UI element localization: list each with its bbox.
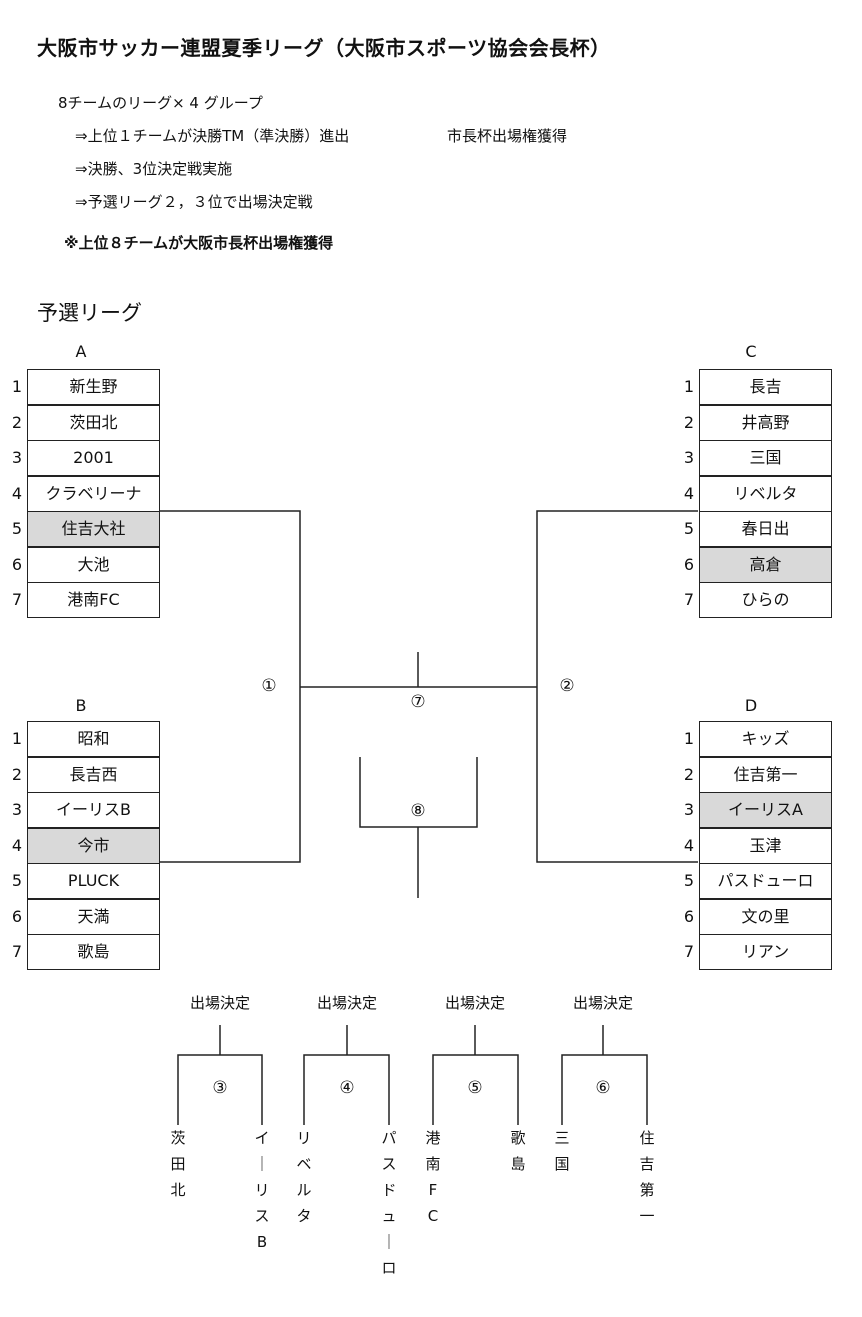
match-2-label: ② <box>559 676 575 696</box>
team-cell-c-4: リベルタ <box>699 475 832 512</box>
team-cell-b-5: PLUCK <box>27 863 160 899</box>
group-d-rank-2: 2 <box>683 764 695 784</box>
group-d-rank-3: 3 <box>683 800 695 819</box>
bracket-line-playoff-6 <box>561 1054 648 1125</box>
note-qualify: ※上位８チームが大阪市長杯出場権獲得 <box>64 234 334 252</box>
team-cell-c-7: ひらの <box>699 582 832 618</box>
playoff-3-team-left: 茨田北 <box>170 1129 186 1199</box>
team-cell-d-1: キッズ <box>699 721 832 757</box>
playoff-4-team-left: リベルタ <box>296 1129 312 1225</box>
group-a-rank-6: 6 <box>11 554 23 574</box>
playoff-6-team-left: 三国 <box>554 1129 570 1173</box>
group-b-rank-5: 5 <box>11 871 23 890</box>
group-a-rank-4: 4 <box>11 483 23 503</box>
group-b-rank-6: 6 <box>11 906 23 926</box>
team-cell-a-7: 港南FC <box>27 582 160 618</box>
team-cell-a-5: 住吉大社 <box>27 511 160 547</box>
page-title: 大阪市サッカー連盟夏季リーグ（大阪市スポーツ協会会長杯） <box>37 36 611 60</box>
team-cell-a-6: 大池 <box>27 546 160 583</box>
note-mayor-cup: 市長杯出場権獲得 <box>447 127 568 145</box>
playoff-5-team-right: 歌島 <box>510 1129 526 1173</box>
group-a-rank-2: 2 <box>11 412 23 432</box>
playoff-4-label: 出場決定 <box>316 994 377 1012</box>
group-c-rank-4: 4 <box>683 483 695 503</box>
group-a-rank-5: 5 <box>11 519 23 538</box>
match-3-label: ③ <box>212 1078 228 1098</box>
group-d-rank-4: 4 <box>683 835 695 855</box>
bracket-line-playoff-4 <box>303 1054 390 1125</box>
group-c-rank-3: 3 <box>683 448 695 467</box>
team-cell-d-7: リアン <box>699 934 832 970</box>
team-cell-b-6: 天満 <box>27 898 160 935</box>
playoff-5-label: 出場決定 <box>444 994 505 1012</box>
group-label-c: C <box>745 342 757 361</box>
bracket-line-playoff-5 <box>432 1054 519 1125</box>
match-5-label: ⑤ <box>467 1078 483 1098</box>
playoff-6-label: 出場決定 <box>572 994 633 1012</box>
team-cell-c-1: 長吉 <box>699 369 832 405</box>
group-a-rank-1: 1 <box>11 377 23 396</box>
group-b-rank-3: 3 <box>11 800 23 819</box>
group-a-rank-3: 3 <box>11 448 23 467</box>
group-label-b: B <box>75 696 87 715</box>
note-format: 8チームのリーグ× 4 グループ <box>58 94 263 112</box>
team-cell-c-3: 三国 <box>699 440 832 476</box>
match-8-label: ⑧ <box>410 801 426 821</box>
playoff-6-team-right: 住吉第一 <box>639 1129 655 1225</box>
team-cell-a-3: 2001 <box>27 440 160 476</box>
team-cell-a-2: 茨田北 <box>27 404 160 441</box>
bracket-line-playoff-3 <box>177 1054 263 1125</box>
team-cell-b-3: イーリスB <box>27 792 160 828</box>
note-final: ⇒決勝、3位決定戦実施 <box>75 160 233 178</box>
team-cell-a-4: クラベリーナ <box>27 475 160 512</box>
team-cell-d-4: 玉津 <box>699 827 832 864</box>
note-playoff: ⇒予選リーグ２，３位で出場決定戦 <box>75 193 313 211</box>
team-cell-b-4: 今市 <box>27 827 160 864</box>
playoff-3-label: 出場決定 <box>189 994 250 1012</box>
match-6-label: ⑥ <box>595 1078 611 1098</box>
group-c-rank-6: 6 <box>683 554 695 574</box>
group-c-rank-7: 7 <box>683 590 695 609</box>
match-1-label: ① <box>261 676 277 696</box>
group-label-a: A <box>75 342 87 361</box>
group-b-rank-4: 4 <box>11 835 23 855</box>
group-d-rank-6: 6 <box>683 906 695 926</box>
group-c-rank-5: 5 <box>683 519 695 538</box>
team-cell-d-2: 住吉第一 <box>699 756 832 793</box>
bracket-line-match-2 <box>536 510 698 863</box>
section-title: 予選リーグ <box>37 301 142 325</box>
match-4-label: ④ <box>339 1078 355 1098</box>
group-d-rank-7: 7 <box>683 942 695 961</box>
group-a-rank-7: 7 <box>11 590 23 609</box>
note-advance: ⇒上位１チームが決勝TM（準決勝）進出 <box>75 127 350 145</box>
group-b-rank-2: 2 <box>11 764 23 784</box>
team-cell-b-1: 昭和 <box>27 721 160 757</box>
group-b-rank-7: 7 <box>11 942 23 961</box>
team-cell-c-5: 春日出 <box>699 511 832 547</box>
group-d-rank-5: 5 <box>683 871 695 890</box>
team-cell-c-2: 井高野 <box>699 404 832 441</box>
group-c-rank-2: 2 <box>683 412 695 432</box>
group-c-rank-1: 1 <box>683 377 695 396</box>
team-cell-b-2: 長吉西 <box>27 756 160 793</box>
playoff-4-team-right: パスドュ｜ロ <box>381 1129 397 1277</box>
group-b-rank-1: 1 <box>11 729 23 748</box>
group-d-rank-1: 1 <box>683 729 695 748</box>
team-cell-d-5: パスドューロ <box>699 863 832 899</box>
group-label-d: D <box>744 696 758 715</box>
match-7-label: ⑦ <box>410 692 426 712</box>
team-cell-b-7: 歌島 <box>27 934 160 970</box>
